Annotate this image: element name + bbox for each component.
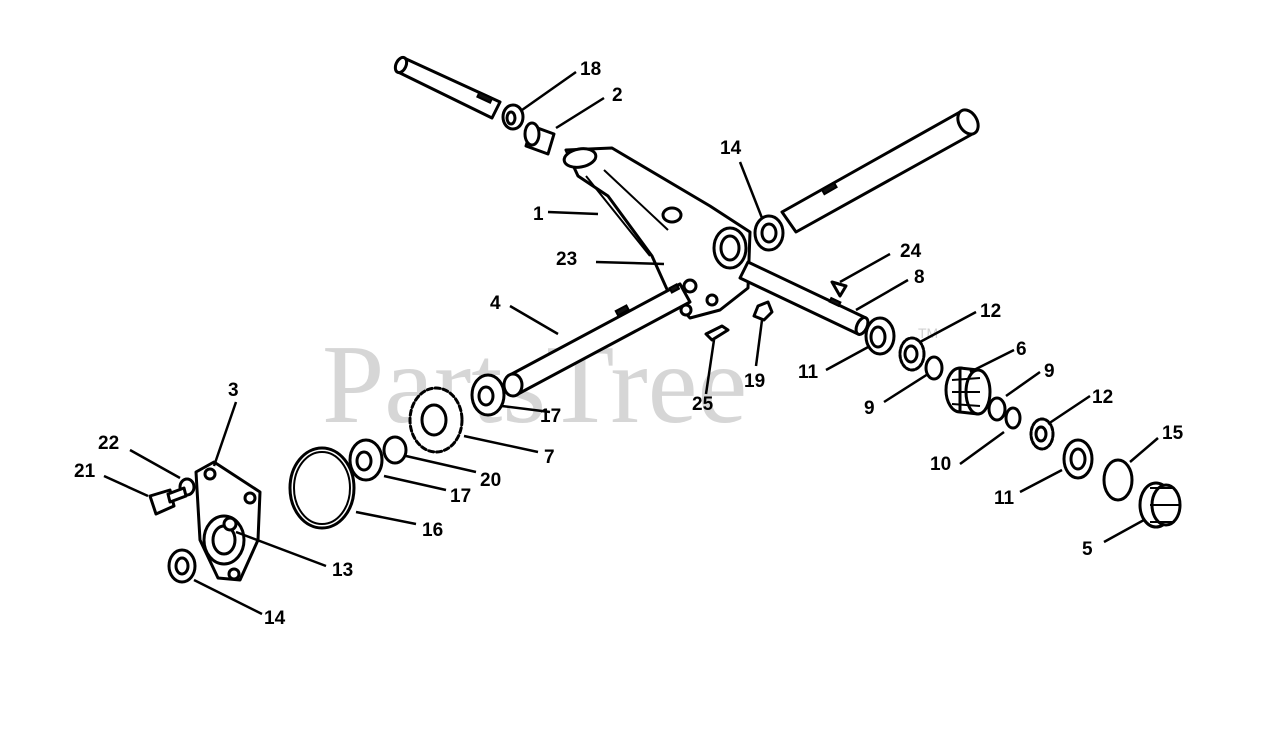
gasket-16 bbox=[288, 446, 356, 530]
seal-14-lower bbox=[167, 548, 197, 584]
callout-25: 25 bbox=[692, 394, 714, 415]
bearing-11-upper bbox=[864, 316, 896, 356]
callout-16: 16 bbox=[422, 520, 443, 541]
washer-18 bbox=[501, 103, 525, 131]
upper-right-shaft bbox=[780, 108, 980, 234]
ring-10 bbox=[1004, 406, 1022, 430]
callout-5: 5 bbox=[1082, 539, 1093, 560]
callout-7: 7 bbox=[544, 447, 555, 468]
collar-6 bbox=[944, 366, 992, 416]
callout-13: 13 bbox=[332, 560, 353, 581]
callout-1: 1 bbox=[533, 204, 544, 225]
ring-15 bbox=[1102, 458, 1134, 502]
upper-left-shaft bbox=[393, 55, 502, 120]
callout-9-lower: 9 bbox=[864, 398, 875, 419]
washer-9-lower bbox=[987, 396, 1007, 422]
fitting-13 bbox=[222, 516, 238, 532]
callout-11-upper: 11 bbox=[798, 362, 819, 383]
callout-22: 22 bbox=[98, 433, 119, 454]
callout-12-upper: 12 bbox=[980, 301, 1001, 322]
callout-21: 21 bbox=[74, 461, 96, 482]
callout-17-upper: 17 bbox=[540, 406, 561, 427]
pin-25 bbox=[704, 324, 730, 342]
callout-18: 18 bbox=[580, 59, 601, 80]
callout-11-lower: 11 bbox=[994, 488, 1015, 509]
shaft-4 bbox=[502, 282, 692, 398]
callout-2: 2 bbox=[612, 85, 623, 106]
bolt-21 bbox=[148, 486, 188, 516]
callout-14-upper: 14 bbox=[720, 138, 742, 159]
bearing-11-lower bbox=[1062, 438, 1094, 480]
hub-5 bbox=[1138, 481, 1182, 529]
trademark-mark: TM bbox=[918, 325, 938, 341]
shaft-8 bbox=[738, 260, 870, 336]
callout-8: 8 bbox=[914, 267, 925, 288]
leader-lines bbox=[103, 70, 1159, 616]
callout-10: 10 bbox=[930, 454, 951, 475]
callout-24: 24 bbox=[900, 241, 922, 262]
callout-15: 15 bbox=[1162, 423, 1184, 444]
key-24 bbox=[830, 280, 848, 298]
callout-6: 6 bbox=[1016, 339, 1027, 360]
washer-17-upper bbox=[470, 373, 506, 417]
bushing-2 bbox=[523, 121, 556, 156]
nut-19 bbox=[752, 300, 774, 322]
seal-14-upper bbox=[753, 214, 785, 252]
gear-12-lower bbox=[1029, 417, 1055, 451]
callout-23: 23 bbox=[556, 249, 577, 270]
callout-20: 20 bbox=[480, 470, 501, 491]
callout-labels: 18 2 14 1 24 23 8 4 12 6 11 19 9 3 25 9 … bbox=[74, 59, 1184, 629]
callout-14-lower: 14 bbox=[264, 608, 286, 629]
callout-4: 4 bbox=[490, 293, 501, 314]
washer-9-upper bbox=[924, 355, 944, 381]
washer-17-lower bbox=[348, 438, 384, 482]
axle-housing-1 bbox=[562, 146, 752, 320]
gear-12-upper bbox=[898, 336, 926, 372]
callout-19: 19 bbox=[744, 371, 765, 392]
gear-7 bbox=[408, 386, 464, 454]
callout-3: 3 bbox=[228, 380, 239, 401]
snap-ring-20 bbox=[382, 435, 408, 465]
callout-9-upper: 9 bbox=[1044, 361, 1055, 382]
callout-12-lower: 12 bbox=[1092, 387, 1113, 408]
callout-17-lower: 17 bbox=[450, 486, 471, 507]
